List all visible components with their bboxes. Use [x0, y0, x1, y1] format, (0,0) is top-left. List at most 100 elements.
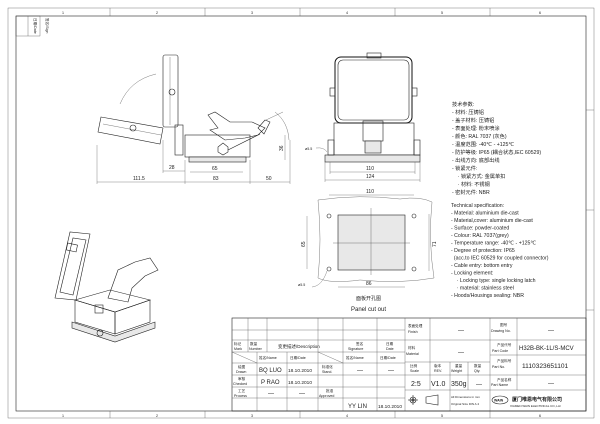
panel-cutout-view: 110 65 71 86 ø5.5 面板开孔图 Panel cut out	[298, 189, 438, 313]
spec-line: (acc.to IEC 60529 for coupled connector)	[451, 256, 549, 262]
outer-frame	[7, 7, 595, 419]
dim-label: 86	[366, 281, 372, 287]
front-view: 110 124 ø5.5	[305, 52, 421, 182]
dim-label: 110	[366, 189, 374, 195]
spec-line: - 锁紧元件:	[452, 164, 477, 172]
cutout-caption-en: Panel cut out	[351, 307, 386, 313]
signature-label-en: Signature	[348, 347, 363, 351]
part-no-value: 1110323651101	[522, 363, 569, 370]
dim-label: 83	[213, 176, 219, 182]
qty-value: —	[476, 382, 482, 388]
part-code-label: 产品代号	[497, 342, 512, 347]
checked-date: 18.10.2010	[288, 380, 312, 386]
isometric-view	[54, 231, 159, 343]
process-label-en: Process	[234, 394, 247, 398]
spec-line: - Hoods/Housings sealing: NBR	[451, 293, 524, 299]
checked-label: 审核	[238, 376, 246, 381]
process-label: 工艺	[238, 388, 246, 393]
spec-line: · Locking type: single locking latch	[451, 278, 536, 284]
scale-label-en: Scale	[410, 369, 419, 373]
material-label: 材料	[408, 345, 416, 350]
dim-label: 50	[266, 176, 272, 182]
drawn-date: 18.10.2010	[288, 368, 312, 374]
process-date: —	[299, 391, 305, 397]
dim-label: 36	[279, 145, 285, 151]
part-no-label: 产品料号	[497, 358, 512, 363]
approved-label-en: Approved	[319, 394, 334, 398]
dim-label: ø5.5	[305, 147, 312, 151]
spec-line: - 表面处理: 粉末喷涂	[452, 124, 500, 132]
spec-line: - Temperature range: -40℃ - +125℃	[451, 241, 536, 247]
name-header: 姓名/Name	[259, 355, 277, 360]
zone-label: 2	[156, 414, 158, 418]
scale-label: 比例	[410, 363, 418, 368]
number-label: 数量	[250, 341, 258, 346]
spec-line: - Degree of protection: IP65	[451, 248, 515, 254]
spec-line: · 材料: 不锈钢	[452, 180, 490, 188]
part-code-value: H32B-BK-1L/S-MCV	[519, 346, 574, 352]
zone-label: 6	[539, 414, 541, 418]
description-label: 变更描述/Description	[278, 343, 320, 350]
spec-line: - 密封元件: NBR	[452, 188, 490, 196]
side-strip-date: 日期/Date	[33, 18, 38, 34]
weight-label: 重量	[455, 363, 463, 368]
date-label-en: Date	[386, 347, 394, 351]
number-label-en: Number	[249, 347, 263, 351]
part-code-label-en: Part Code	[492, 349, 508, 353]
date-header: 日期/Date	[290, 355, 306, 360]
zone-label: 3	[251, 11, 253, 15]
dim-label: 65	[212, 166, 218, 172]
part-no-label-en: Part No.	[492, 365, 505, 369]
stand-date: —	[388, 368, 394, 374]
process-name: —	[268, 391, 274, 397]
material-label-en: Material	[406, 352, 419, 356]
part-name-label: 产品名称	[497, 377, 512, 382]
spec-cn: 技术参数: - 材料: 压铸铝 - 盖子材料: 压铸铝 - 表面处理: 粉末喷涂…	[452, 100, 541, 196]
spec-line: - 材料: 压铸铝	[452, 108, 484, 116]
zone-label: 5	[441, 11, 443, 15]
rev-value: V1.0	[431, 381, 446, 388]
spec-line: - 防护等级: IP65 (耦合状态,IEC 60529)	[452, 148, 541, 156]
drawn-label: 绘图	[238, 364, 246, 369]
spec-line: - 盖子材料: 压铸铝	[452, 116, 494, 124]
dim-label: 71	[432, 241, 438, 247]
scale-value: 2:5	[411, 381, 421, 388]
side-view: 111.5 28 65 83 50 36	[96, 54, 291, 184]
zone-label: 3	[251, 414, 253, 418]
cutout-caption-cn: 面板开孔图	[356, 295, 381, 302]
date-header: 日期/Date	[380, 355, 396, 360]
spec-line: · material: stainless steel	[451, 286, 514, 292]
weight-value: 350g	[451, 381, 467, 388]
part-name-value: —	[548, 381, 554, 387]
spec-line: - Surface: powder-coated	[451, 226, 509, 232]
stand-label: 标准化	[322, 364, 333, 369]
stand-name: —	[357, 368, 363, 374]
approved-date: 18.10.2010	[378, 404, 402, 410]
title-block: 标记 Mark 数量 Number 变更描述/Description 签名 Si…	[231, 317, 587, 412]
dims-note: All Dimensions in mm	[451, 395, 480, 399]
drawing-no-label: 图号	[500, 322, 508, 327]
part-name-label-en: Part Name	[491, 383, 508, 387]
zone-label: 4	[346, 414, 348, 418]
qty-label-en: Qty.	[474, 369, 480, 373]
zone-label: 5	[441, 414, 443, 418]
drawing-no-value: —	[548, 328, 554, 334]
drawing-no-label-en: Drawing No.	[491, 329, 511, 333]
signature-label: 签名	[356, 341, 364, 346]
rev-label-en: REV.	[434, 369, 442, 373]
projection-symbol-icon	[408, 394, 439, 406]
dim-label: 124	[366, 174, 375, 180]
spec-line: - Material,cover: aluminium die-cast	[451, 218, 533, 224]
stand-label-en: Stand.	[322, 370, 332, 374]
dim-label: 110	[366, 166, 374, 172]
drawn-name: BQ LUO	[259, 368, 282, 374]
dim-label: ø5.5	[298, 283, 305, 287]
spec-line: Technical specification:	[451, 203, 504, 209]
dim-label: 65	[301, 241, 307, 247]
zone-label: 1	[62, 11, 64, 15]
finish-label: 表面处理	[408, 323, 423, 328]
approved-name: YY LIN	[348, 404, 367, 410]
zone-label: 6	[539, 11, 541, 15]
side-strip: 日期/Date 签名/Sign	[15, 15, 50, 37]
